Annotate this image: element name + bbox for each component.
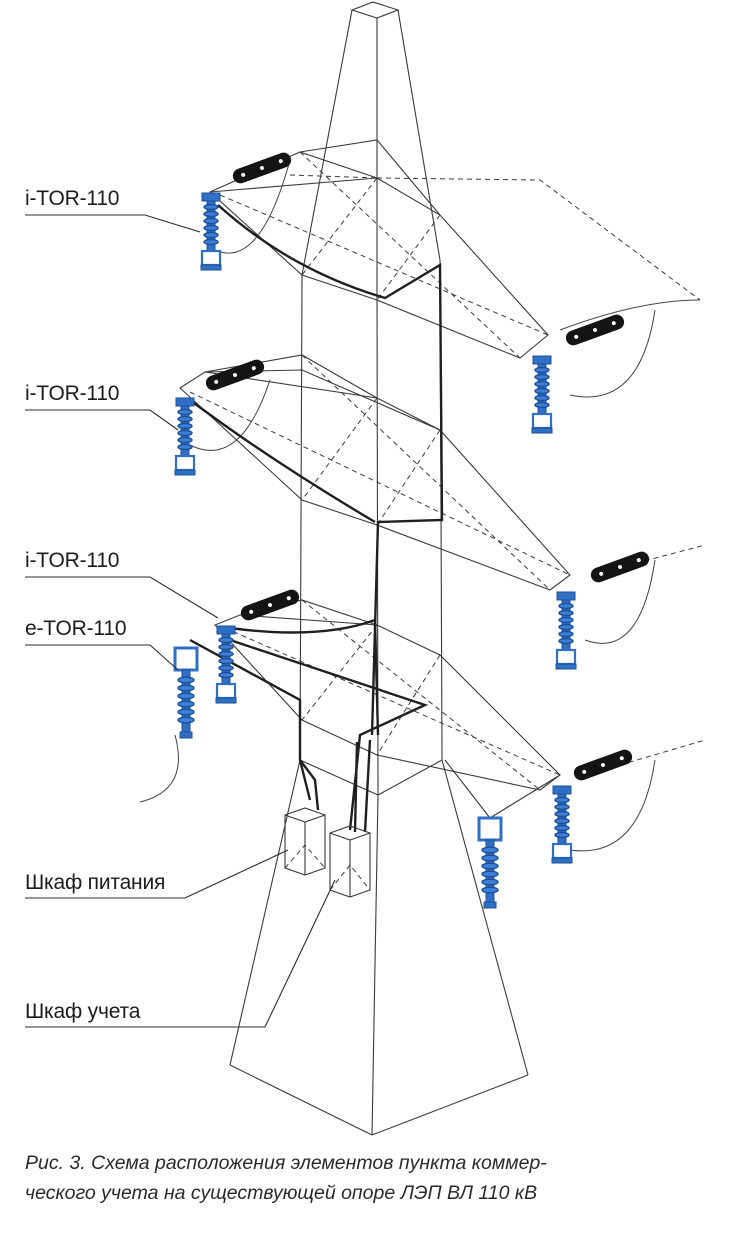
power-cabinet	[284, 807, 326, 876]
label-itor-top: i-TOR-110	[25, 187, 120, 210]
insulator-top-left	[232, 152, 292, 184]
sensor-cables	[189, 204, 444, 833]
label-itor-lower: i-TOR-110	[25, 549, 120, 572]
sensors	[173, 191, 578, 910]
label-metering-cabinet: Шкаф учета	[25, 1000, 141, 1023]
itor-sensor-top-left	[199, 191, 223, 272]
insulator-mid-right	[590, 551, 650, 583]
label-etor: e-TOR-110	[25, 617, 127, 640]
caption-line-1: Рис. 3. Схема расположения элементов пун…	[25, 1152, 547, 1174]
insulator-low-left	[240, 589, 300, 621]
etor-sensor-left	[173, 646, 199, 740]
power-line-tower-diagram	[25, 1, 706, 1136]
label-itor-middle: i-TOR-110	[25, 382, 120, 405]
insulator-low-right	[573, 749, 633, 781]
insulator-mid-left	[205, 359, 265, 391]
etor-sensor-right	[477, 816, 503, 910]
leader-lines	[25, 214, 336, 1028]
caption-line-2: ческого учета на существующей опоре ЛЭП …	[25, 1182, 538, 1204]
figure-caption: Рис. 3. Схема расположения элементов пун…	[25, 1148, 725, 1208]
label-power-cabinet: Шкаф питания	[25, 871, 166, 894]
itor-sensor-low-right	[550, 784, 574, 865]
insulator-top-right	[565, 314, 625, 346]
itor-sensor-mid-right	[554, 590, 578, 671]
metering-cabinet	[329, 825, 371, 898]
itor-sensor-top-right	[530, 354, 554, 435]
insulators	[205, 152, 650, 781]
itor-sensor-mid-left	[173, 396, 197, 477]
